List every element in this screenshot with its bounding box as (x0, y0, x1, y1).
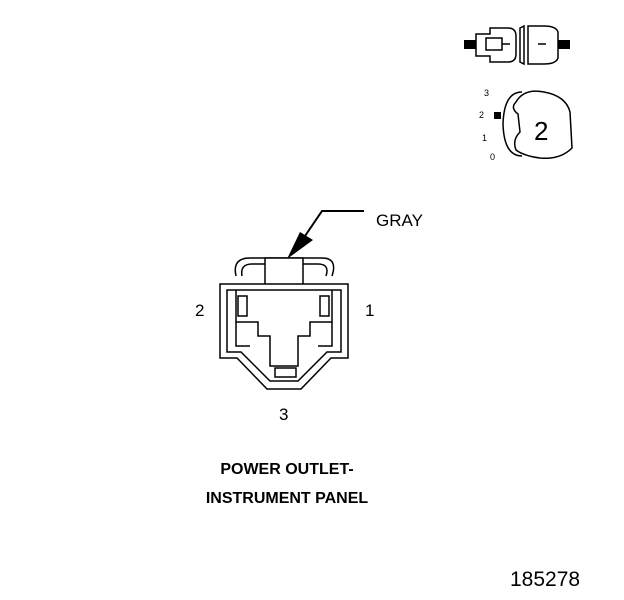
pin-1-cavity (319, 295, 330, 317)
pin-2-cavity (237, 295, 248, 317)
scale-label-0: 0 (490, 152, 495, 162)
pin-3-cavity (274, 367, 297, 378)
connector-side-view-icon (464, 24, 570, 66)
scale-label-1: 1 (482, 133, 487, 143)
caption-line-2: INSTRUMENT PANEL (206, 490, 369, 507)
caption-line-1: POWER OUTLET- (220, 461, 353, 478)
indicator-marker (494, 112, 501, 119)
figure-number: 185278 (510, 568, 580, 591)
scale-label-3: 3 (484, 88, 489, 98)
indicator-arc (502, 91, 523, 157)
scale-label-2: 2 (479, 110, 484, 120)
position-indicator-icon: 3 2 1 0 2 (479, 88, 573, 162)
indicator-knob (512, 90, 573, 160)
wire-color-leader (287, 210, 364, 259)
pin-2-label: 2 (195, 301, 204, 320)
indicator-selected-value: 2 (534, 116, 548, 146)
pin-1-label: 1 (365, 301, 374, 320)
connector-face (219, 257, 349, 390)
wire-color-label: GRAY (376, 211, 423, 230)
pin-3-label: 3 (279, 405, 288, 424)
